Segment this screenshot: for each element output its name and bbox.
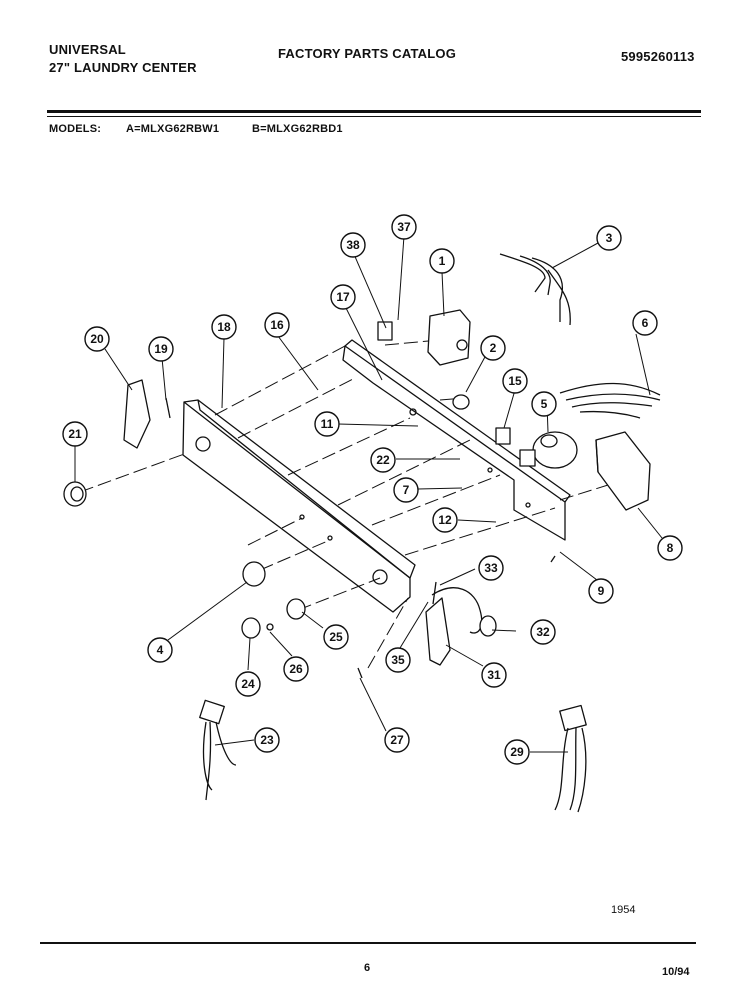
callout-19: 19 [148, 336, 174, 362]
callout-label: 1 [439, 254, 446, 268]
models-label: MODELS: [49, 123, 102, 135]
callout-label: 22 [376, 453, 390, 467]
knob-4 [242, 561, 266, 587]
callout-35: 35 [385, 647, 411, 673]
callout-label: 37 [397, 220, 411, 234]
callout-label: 9 [598, 584, 605, 598]
bracket-31 [425, 597, 451, 666]
model-b: B=MLXG62RBD1 [252, 123, 343, 135]
callout-15: 15 [502, 368, 528, 394]
callout-label: 3 [606, 231, 613, 245]
callout-label: 19 [154, 342, 168, 356]
rear-bracket [342, 345, 566, 541]
callout-22: 22 [370, 447, 396, 473]
callout-3: 3 [596, 225, 622, 251]
callout-33: 33 [478, 555, 504, 581]
harness-3 [499, 253, 571, 326]
switch-part-1 [427, 309, 471, 366]
callout-1: 1 [429, 248, 455, 274]
callout-27: 27 [384, 727, 410, 753]
callout-20: 20 [84, 326, 110, 352]
callout-label: 31 [487, 668, 501, 682]
callout-4: 4 [147, 637, 173, 663]
callout-label: 7 [403, 483, 410, 497]
catalog-date: 10/94 [662, 966, 690, 978]
callout-9: 9 [588, 578, 614, 604]
catalog-title: FACTORY PARTS CATALOG [278, 46, 457, 61]
callout-11: 11 [314, 411, 340, 437]
callout-label: 12 [438, 513, 452, 527]
callout-label: 33 [484, 561, 498, 575]
callout-label: 6 [642, 316, 649, 330]
brand-line-1: UNIVERSAL [49, 42, 126, 57]
callout-label: 32 [536, 625, 550, 639]
header-rule-thin [47, 116, 701, 117]
callout-label: 25 [329, 630, 343, 644]
callout-label: 17 [336, 290, 350, 304]
callout-7: 7 [393, 477, 419, 503]
callout-label: 15 [508, 374, 522, 388]
callout-29: 29 [504, 739, 530, 765]
callout-25: 25 [323, 624, 349, 650]
callout-label: 2 [490, 341, 497, 355]
callout-26: 26 [283, 656, 309, 682]
callout-16: 16 [264, 312, 290, 338]
callout-18: 18 [211, 314, 237, 340]
callout-38: 38 [340, 232, 366, 258]
callout-label: 23 [260, 733, 274, 747]
callout-label: 21 [68, 427, 82, 441]
callout-label: 20 [90, 332, 104, 346]
callout-label: 26 [289, 662, 303, 676]
callout-label: 5 [541, 397, 548, 411]
callout-label: 38 [346, 238, 360, 252]
header-rule-thick [47, 110, 701, 113]
callout-label: 18 [217, 320, 231, 334]
diagram-id: 1954 [611, 904, 636, 916]
callout-label: 29 [510, 745, 524, 759]
callout-24: 24 [235, 671, 261, 697]
callout-label: 27 [390, 733, 404, 747]
callout-21: 21 [62, 421, 88, 447]
callout-17: 17 [330, 284, 356, 310]
callout-32: 32 [530, 619, 556, 645]
model-a: A=MLXG62RBW1 [126, 123, 220, 135]
callout-label: 35 [391, 653, 405, 667]
callout-31: 31 [481, 662, 507, 688]
timer-box-8 [595, 431, 651, 511]
callout-label: 8 [667, 541, 674, 555]
bracket-20 [123, 379, 151, 449]
harness-6 [559, 382, 661, 419]
callout-8: 8 [657, 535, 683, 561]
callout-label: 4 [157, 643, 164, 657]
callout-2: 2 [480, 335, 506, 361]
brand-line-2: 27" LAUNDRY CENTER [49, 60, 197, 75]
callout-23: 23 [254, 727, 280, 753]
callout-37: 37 [391, 214, 417, 240]
page-number: 6 [364, 962, 371, 974]
callout-6: 6 [632, 310, 658, 336]
catalog-number: 5995260113 [621, 49, 695, 64]
footer-rule [40, 942, 696, 944]
callout-label: 24 [241, 677, 255, 691]
callout-label: 11 [321, 417, 334, 431]
callout-5: 5 [531, 391, 557, 417]
callout-label: 16 [270, 318, 284, 332]
callout-12: 12 [432, 507, 458, 533]
